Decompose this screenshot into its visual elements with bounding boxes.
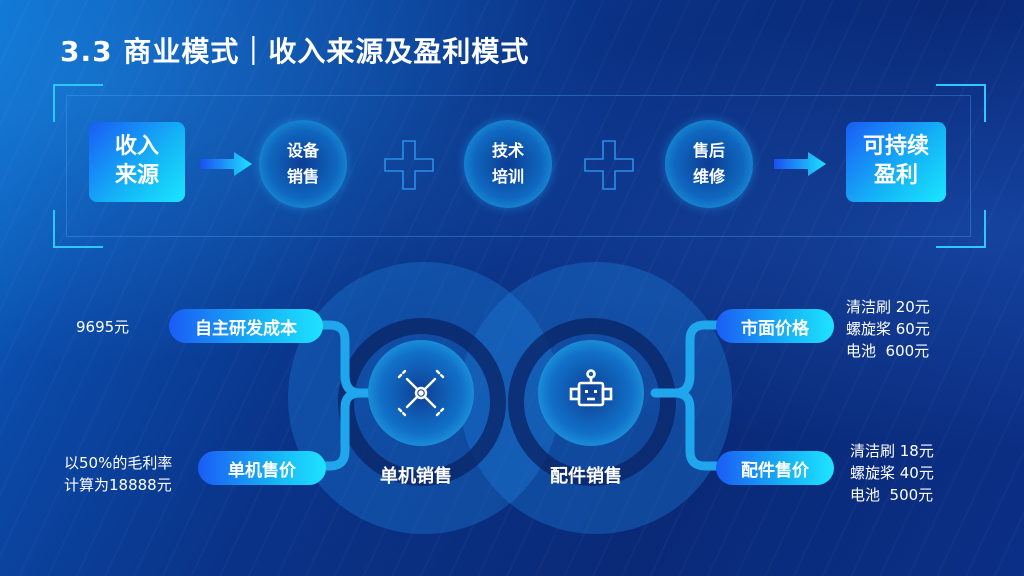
corner-bracket [936,84,986,122]
flow-item-equipment-sales: 设备销售 [259,120,347,208]
arrow-right-icon [200,152,252,176]
box-text: 来源 [114,163,159,188]
circle-text: 售后 [692,141,725,161]
corner-bracket [53,210,103,248]
hub-label-unit-sales: 单机销售 [380,466,452,487]
box-text: 盈利 [873,163,918,188]
circle-text: 维修 [692,167,725,186]
note-unit-price: 以50%的毛利率 计算为18888元 [64,452,172,496]
circle-text: 销售 [286,167,319,186]
note-line: 清洁刷 18元 [850,442,934,460]
revenue-flow-panel [66,95,971,237]
drone-icon [397,369,445,417]
note-line: 以50%的毛利率 [64,454,173,472]
note-line: 电池 500元 [850,486,934,504]
page-title: 3.3 商业模式｜收入来源及盈利模式 [60,35,530,68]
note-line: 清洁刷 20元 [846,298,930,316]
box-text: 收入 [114,134,159,160]
flow-item-after-sales: 售后维修 [665,120,753,208]
robot-icon [569,369,613,407]
hub-unit-sales [368,340,474,446]
pill-market-price: 市面价格 [716,309,834,343]
plus-icon [584,140,634,190]
pill-parts-price: 配件售价 [716,451,834,485]
circle-text: 技术 [491,141,524,161]
plus-icon [384,140,434,190]
note-rd-cost: 9695元 [76,318,130,336]
note-line: 电池 600元 [846,342,930,360]
arrow-right-icon [774,152,826,176]
circle-text: 培训 [491,167,524,186]
flow-item-tech-training: 技术培训 [464,120,552,208]
box-text: 可持续 [862,134,929,160]
hub-label-parts-sales: 配件销售 [550,466,622,487]
note-line: 螺旋桨 60元 [846,320,930,338]
note-parts-price: 清洁刷 18元 螺旋桨 40元 电池 500元 [850,440,934,506]
note-line: 螺旋桨 40元 [850,464,934,482]
corner-bracket [53,84,103,122]
corner-bracket [936,210,986,248]
note-market-price: 清洁刷 20元 螺旋桨 60元 电池 600元 [846,296,930,362]
pill-unit-price: 单机售价 [198,451,326,485]
circle-text: 设备 [286,141,319,161]
hub-parts-sales [538,340,644,446]
note-line: 计算为18888元 [64,476,172,494]
sustainable-profit-box: 可持续盈利 [846,122,946,202]
revenue-source-box: 收入来源 [89,122,185,202]
pill-rd-cost: 自主研发成本 [169,309,323,343]
